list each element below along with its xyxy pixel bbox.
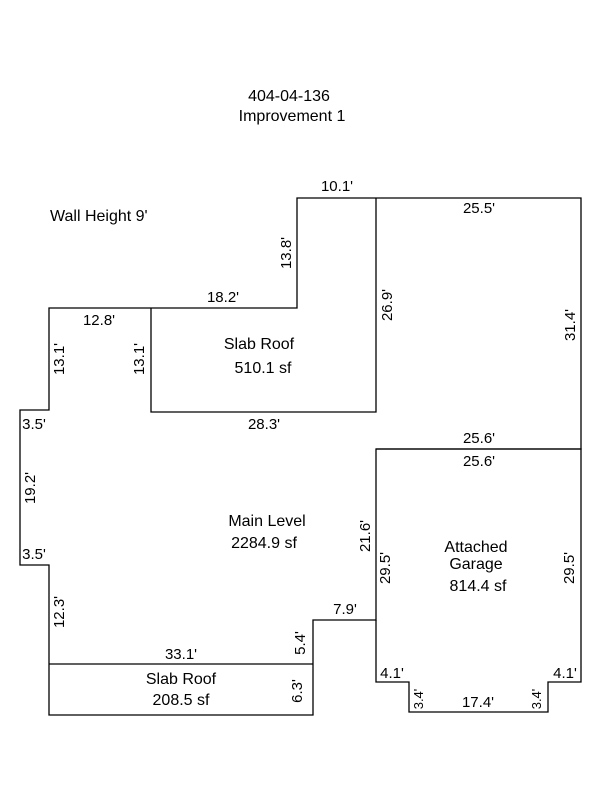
- main-level-name: Main Level: [228, 513, 305, 530]
- dim-main-step-vertical: 5.4': [292, 631, 309, 655]
- dim-garage-bottom-right: 4.1': [553, 665, 577, 682]
- dim-garage-notch-left: 3.4': [411, 689, 426, 710]
- dim-upper-slab-left: 13.1': [131, 343, 148, 375]
- dim-garage-bottom: 17.4': [462, 694, 494, 711]
- dim-left-wall-mid: 19.2': [22, 472, 39, 504]
- improvement-title: Improvement 1: [239, 108, 346, 125]
- garage-name-line1: Attached: [444, 539, 507, 556]
- dim-upper-slab-bottom: 28.3': [248, 416, 280, 433]
- dim-main-right-upper: 21.6': [357, 520, 374, 552]
- wall-height-note: Wall Height 9': [50, 208, 148, 225]
- dim-far-right: 31.4': [562, 309, 579, 341]
- dim-garage-right: 29.5': [561, 552, 578, 584]
- garage-name-line2: Garage: [449, 556, 502, 573]
- dim-top-right: 25.5': [463, 200, 495, 217]
- dim-left-jog-bottom: 3.5': [22, 546, 46, 563]
- dim-left-wall-lower: 12.3': [51, 596, 68, 628]
- dim-upper-slab-right: 26.9': [379, 289, 396, 321]
- dim-garage-notch-right: 3.4': [529, 689, 544, 710]
- dim-main-step: 7.9': [333, 601, 357, 618]
- dim-top-small: 10.1': [321, 178, 353, 195]
- dim-garage-left: 29.5': [377, 552, 394, 584]
- parcel-id: 404-04-136: [248, 88, 330, 105]
- dim-upper-step-top: 18.2': [207, 289, 239, 306]
- dim-garage-top-outer: 25.6': [463, 430, 495, 447]
- dim-lower-slab-right: 6.3': [289, 679, 306, 703]
- upper-slab-name: Slab Roof: [224, 336, 295, 353]
- dim-garage-bottom-left: 4.1': [380, 665, 404, 682]
- lower-slab-name: Slab Roof: [146, 671, 217, 688]
- dim-lower-slab-top: 33.1': [165, 646, 197, 663]
- garage-outline: [375, 448, 582, 713]
- dim-left-step-top: 12.8': [83, 312, 115, 329]
- upper-slab-area: 510.1 sf: [235, 360, 292, 377]
- dim-left-vertical-upper: 13.8': [278, 237, 295, 269]
- dim-left-jog-top: 3.5': [22, 416, 46, 433]
- lower-slab-area: 208.5 sf: [153, 692, 210, 709]
- garage-area: 814.4 sf: [450, 578, 507, 595]
- dim-garage-top-inner: 25.6': [463, 453, 495, 470]
- main-level-area: 2284.9 sf: [231, 535, 297, 552]
- dim-left-wall-upper: 13.1': [51, 343, 68, 375]
- upper-slab-outline: [150, 198, 377, 413]
